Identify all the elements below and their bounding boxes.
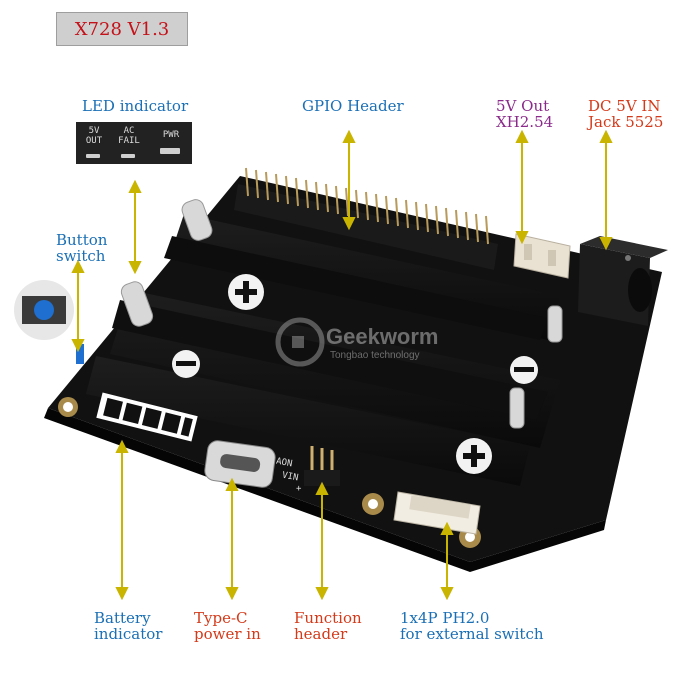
arrow-down-icon — [342, 217, 356, 231]
arrow-up-icon — [315, 481, 329, 495]
button-switch-photo — [14, 280, 74, 340]
battery-indicator-leds — [96, 392, 198, 442]
arrow-up-icon — [71, 259, 85, 273]
arrow-down-icon — [115, 587, 129, 601]
arrow-down-icon — [315, 587, 329, 601]
minus-marker-icon — [172, 350, 200, 378]
led-pwr-text: PWR — [162, 130, 180, 140]
arrow-up-icon — [342, 129, 356, 143]
arrow-up-icon — [225, 477, 239, 491]
geekworm-logo — [275, 317, 325, 367]
arrow-down-icon — [599, 237, 613, 251]
battery-holder-3 — [86, 356, 530, 486]
dc-in-label: DC 5V IN Jack 5525 — [588, 97, 664, 131]
arrow-down-icon — [128, 261, 142, 275]
brand-watermark: Geekworm — [326, 324, 439, 349]
product-title: X728 V1.3 — [56, 12, 188, 46]
battery-spring-clip — [509, 387, 525, 429]
led-ac-fail-icon — [121, 154, 135, 158]
arrow-up-icon — [115, 439, 129, 453]
gpio-header-label: GPIO Header — [302, 97, 404, 115]
ph-connector-label: 1x4P PH2.0 for external switch — [400, 609, 544, 643]
function-header-label: Function header — [294, 609, 362, 643]
plus-marker-icon — [456, 438, 492, 474]
led-5v-out-text: 5V OUT — [85, 126, 103, 146]
led-indicator-label: LED indicator — [82, 97, 189, 115]
5v-out-label: 5V Out XH2.54 — [496, 97, 554, 131]
arrow-up-icon — [515, 129, 529, 143]
arrow-up-icon — [440, 521, 454, 535]
battery-holder-1 — [164, 214, 560, 340]
typec-label: Type-C power in — [194, 609, 261, 643]
brand-watermark-sub: Tongbao technology — [330, 350, 420, 361]
led-indicator-panel: 5V OUT AC FAIL PWR — [76, 122, 192, 164]
arrow-down-icon — [515, 231, 529, 245]
typec-connector — [204, 440, 276, 488]
button-switch-on-board — [76, 344, 84, 364]
battery-spring-clip — [547, 305, 563, 343]
5v-out-connector — [513, 233, 571, 279]
silk-plus: + — [296, 484, 302, 494]
arrow-down-icon — [225, 587, 239, 601]
button-switch-label: Button switch — [56, 231, 108, 265]
gpio-header — [234, 167, 498, 270]
plus-marker-icon — [228, 274, 264, 310]
arrow-down-icon — [71, 339, 85, 353]
battery-spring-clip — [120, 281, 154, 327]
battery-spring-clip — [181, 199, 213, 241]
arrow-up-icon — [599, 129, 613, 143]
led-5v-out-icon — [86, 154, 100, 158]
arrow-up-icon — [128, 179, 142, 193]
led-ac-fail-text: AC FAIL — [118, 126, 140, 146]
arrow-down-icon — [440, 587, 454, 601]
led-pwr-icon — [160, 148, 180, 154]
callout-arrows — [71, 129, 613, 601]
battery-holder-2 — [110, 290, 560, 448]
battery-indicator-label: Battery indicator — [94, 609, 163, 643]
ph-connector — [393, 491, 481, 535]
minus-marker-icon — [510, 356, 538, 384]
